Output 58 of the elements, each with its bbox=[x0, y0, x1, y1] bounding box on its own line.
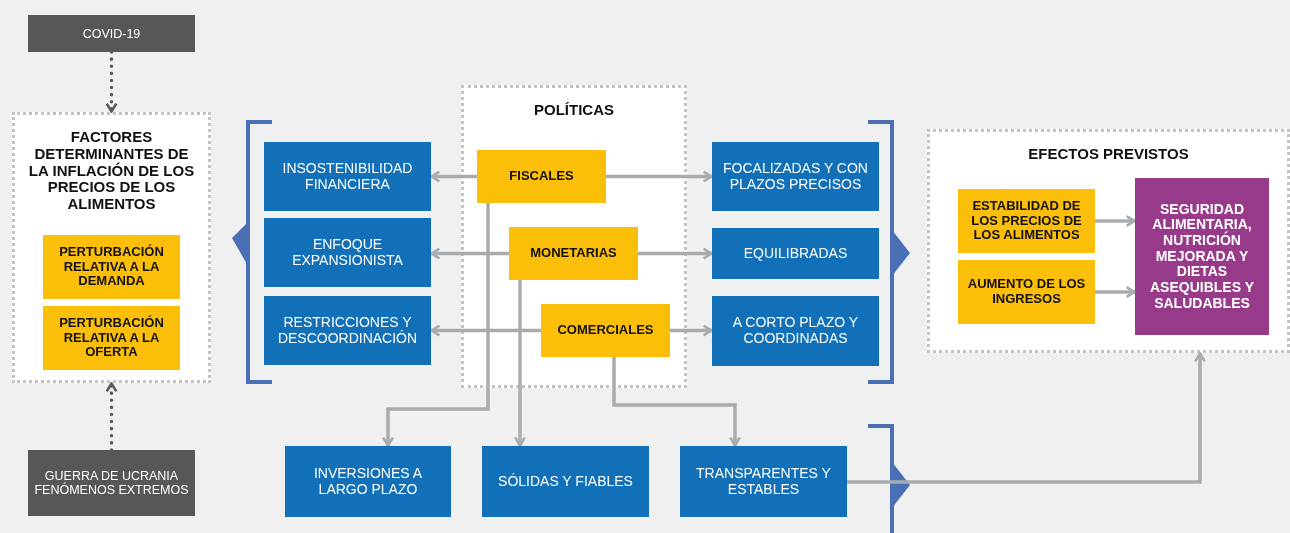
cause-box bbox=[28, 15, 195, 52]
box-label: COVID-19 bbox=[81, 26, 142, 41]
panel-heading: FACTORES DETERMINANTES DE LA INFLACIÓN DE LOS PRECIOS DE LOS ALIMENTOS bbox=[27, 129, 196, 213]
box-label: MONETARIAS bbox=[529, 246, 618, 261]
panel-heading: EFECTOS PREVISTOS bbox=[1027, 146, 1190, 163]
policy-box bbox=[509, 227, 638, 280]
box-label: EQUILIBRADAS bbox=[742, 245, 849, 262]
box-label: GUERRA DE UCRANIA FENÓMENOS EXTREMOS bbox=[33, 469, 190, 497]
outcome-box bbox=[1135, 178, 1269, 335]
dotted-panel bbox=[12, 112, 211, 383]
arrow bbox=[1095, 285, 1136, 299]
box-label: COMERCIALES bbox=[556, 323, 655, 338]
policy-box bbox=[541, 304, 670, 357]
arrow bbox=[105, 50, 118, 114]
process-box bbox=[712, 296, 879, 366]
box-label: A CORTO PLAZO Y COORDINADAS bbox=[731, 315, 860, 347]
box-label: PERTURBACIÓN RELATIVA A LA OFERTA bbox=[58, 316, 165, 360]
process-box bbox=[285, 446, 451, 517]
box-label: RESTRICCIONES Y DESCOORDINACIÓN bbox=[276, 314, 419, 347]
policy-box bbox=[477, 150, 606, 203]
policy-box bbox=[43, 235, 180, 299]
box-label: TRANSPARENTES Y ESTABLES bbox=[695, 465, 832, 498]
arrow bbox=[606, 170, 713, 183]
arrow bbox=[430, 324, 541, 337]
arrow bbox=[847, 352, 1207, 484]
box-label: INSOSTENIBILIDAD FINANCIERA bbox=[281, 160, 414, 193]
arrow bbox=[1095, 214, 1136, 228]
panel-heading: POLÍTICAS bbox=[533, 102, 615, 119]
box-label: ENFOQUE EXPANSIONISTA bbox=[291, 236, 404, 269]
cause-box bbox=[28, 450, 195, 516]
dotted-panel bbox=[461, 85, 687, 388]
box-label: INVERSIONES A LARGO PLAZO bbox=[312, 465, 424, 498]
arrow bbox=[381, 203, 490, 447]
process-box bbox=[264, 296, 431, 365]
policy-box bbox=[958, 260, 1095, 324]
process-box bbox=[712, 142, 879, 211]
arrow bbox=[513, 280, 527, 447]
box-label: FISCALES bbox=[508, 169, 575, 184]
arrow bbox=[105, 381, 118, 452]
arrow bbox=[670, 324, 713, 337]
policy-box bbox=[43, 306, 180, 370]
box-label: PERTURBACIÓN RELATIVA A LA DEMANDA bbox=[58, 245, 165, 289]
arrow bbox=[638, 247, 713, 260]
box-label: SEGURIDAD ALIMENTARIA, NUTRICIÓN MEJORADA Y DIETAS ASEQUIBLES Y SALUDABLES bbox=[1149, 201, 1255, 312]
process-box bbox=[712, 228, 879, 279]
box-label: AUMENTO DE LOS INGRESOS bbox=[966, 277, 1087, 307]
policy-box bbox=[958, 189, 1095, 253]
arrow bbox=[430, 247, 509, 260]
process-box bbox=[264, 142, 431, 211]
arrow bbox=[612, 357, 742, 447]
dotted-panel bbox=[927, 129, 1290, 353]
process-box bbox=[680, 446, 847, 517]
process-box bbox=[482, 446, 649, 517]
process-box bbox=[264, 218, 431, 287]
box-label: ESTABILIDAD DE LOS PRECIOS DE LOS ALIMENTOS bbox=[970, 199, 1083, 243]
box-label: FOCALIZADAS Y CON PLAZOS PRECISOS bbox=[722, 160, 869, 193]
arrow bbox=[430, 170, 477, 183]
box-label: SÓLIDAS Y FIABLES bbox=[497, 473, 634, 490]
